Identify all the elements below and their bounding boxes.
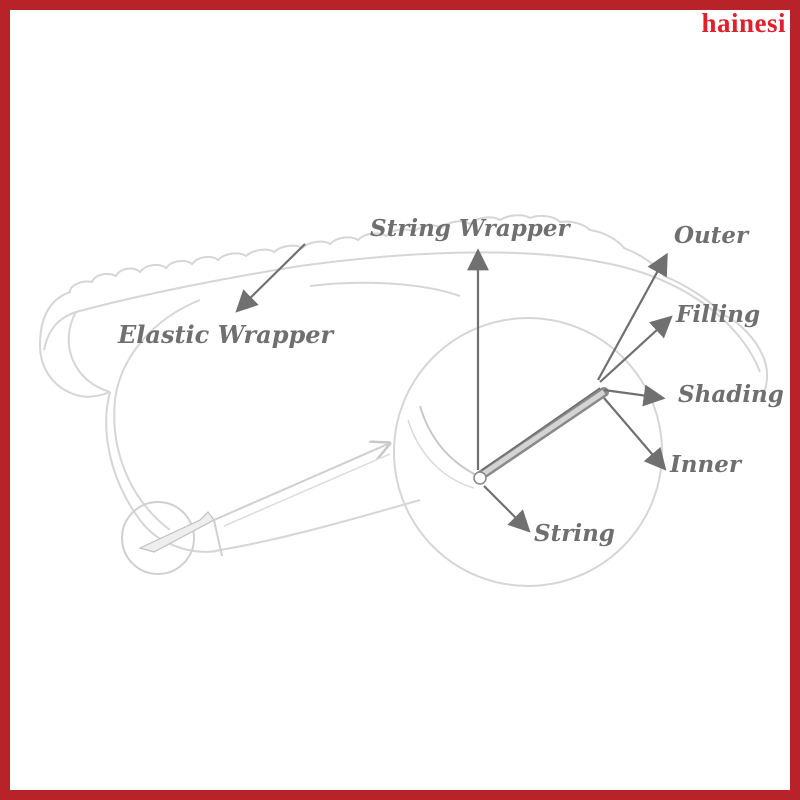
label-string: String xyxy=(534,520,615,547)
fabric-layers xyxy=(473,387,609,485)
zoom-line xyxy=(213,519,223,557)
detail-circle-small xyxy=(121,501,195,575)
zoom-arrow-2 xyxy=(223,453,391,527)
arrow-shading xyxy=(603,384,666,407)
inner-curve-2 xyxy=(407,419,475,489)
zoom-arrow xyxy=(213,444,388,521)
label-inner: Inner xyxy=(669,451,743,478)
detail-circle-large xyxy=(393,317,663,587)
small-stitch-detail xyxy=(138,511,215,553)
arrow-string xyxy=(483,485,531,533)
arrow-outer xyxy=(597,252,668,381)
arrow-filling xyxy=(599,315,673,383)
label-outer: Outer xyxy=(674,222,750,249)
arrow-elastic-wrapper xyxy=(235,243,306,313)
callout-arrows xyxy=(235,243,673,533)
label-elastic-wrapper: Elastic Wrapper xyxy=(117,320,336,349)
mask-outline xyxy=(39,214,768,553)
inner-curve xyxy=(419,405,479,477)
label-shading: Shading xyxy=(678,381,784,408)
brand-logo-text: hainesi xyxy=(701,8,786,38)
arrow-inner xyxy=(603,397,667,471)
label-string-wrapper: String Wrapper xyxy=(370,215,572,242)
label-filling: Filling xyxy=(675,301,760,328)
